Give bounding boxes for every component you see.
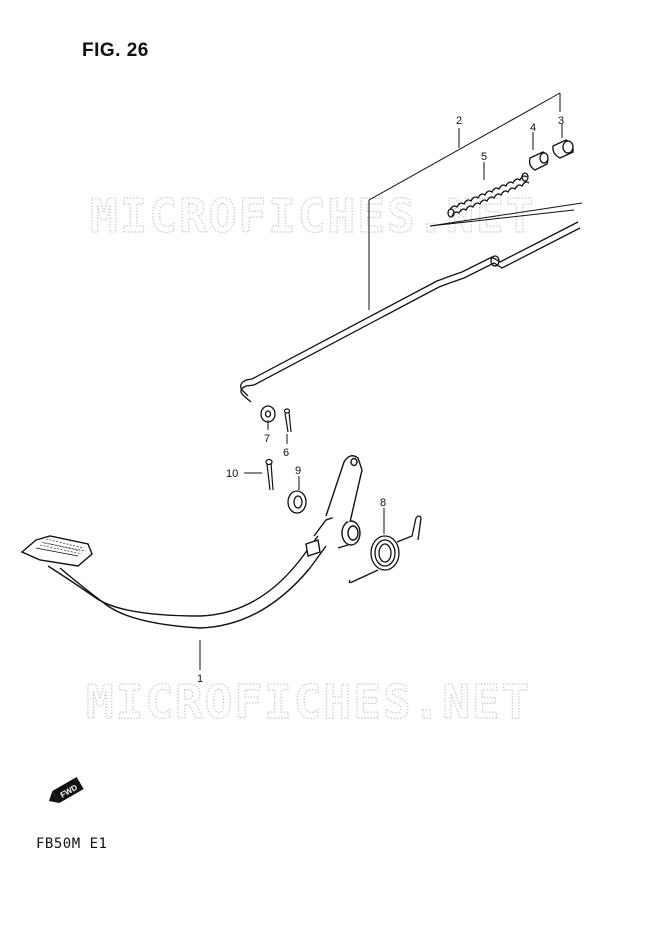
callout-7: 7	[264, 433, 270, 445]
return-spring	[348, 515, 422, 584]
brake-pedal	[20, 455, 363, 629]
callout-6: 6	[283, 447, 289, 459]
watermark-top: MICROFICHES.NET	[90, 189, 535, 243]
callout-4: 4	[530, 122, 536, 134]
callout-2: 2	[456, 115, 462, 127]
figure-title: FIG. 26	[82, 40, 149, 61]
callout-8: 8	[380, 497, 386, 509]
fwd-direction-badge: FWD	[48, 776, 84, 804]
adjusting-nut	[552, 139, 574, 159]
rod-joint	[528, 151, 549, 171]
washer-9	[287, 490, 307, 514]
callout-5: 5	[481, 151, 487, 163]
washer-7	[260, 405, 276, 423]
callout-3: 3	[558, 115, 564, 127]
cotter-pin-10	[265, 458, 274, 491]
brake-rod	[240, 221, 581, 403]
callout-1: 1	[197, 673, 203, 685]
watermark-bottom: MICROFICHES.NET	[86, 675, 531, 729]
assembly-leader-frame	[368, 92, 583, 310]
model-code: FB50M E1	[36, 836, 108, 852]
callout-10: 10	[226, 468, 238, 480]
callout-9: 9	[295, 465, 301, 477]
cotter-pin-6	[283, 408, 292, 433]
leader-lines	[199, 420, 385, 670]
rod-spring	[447, 172, 530, 218]
